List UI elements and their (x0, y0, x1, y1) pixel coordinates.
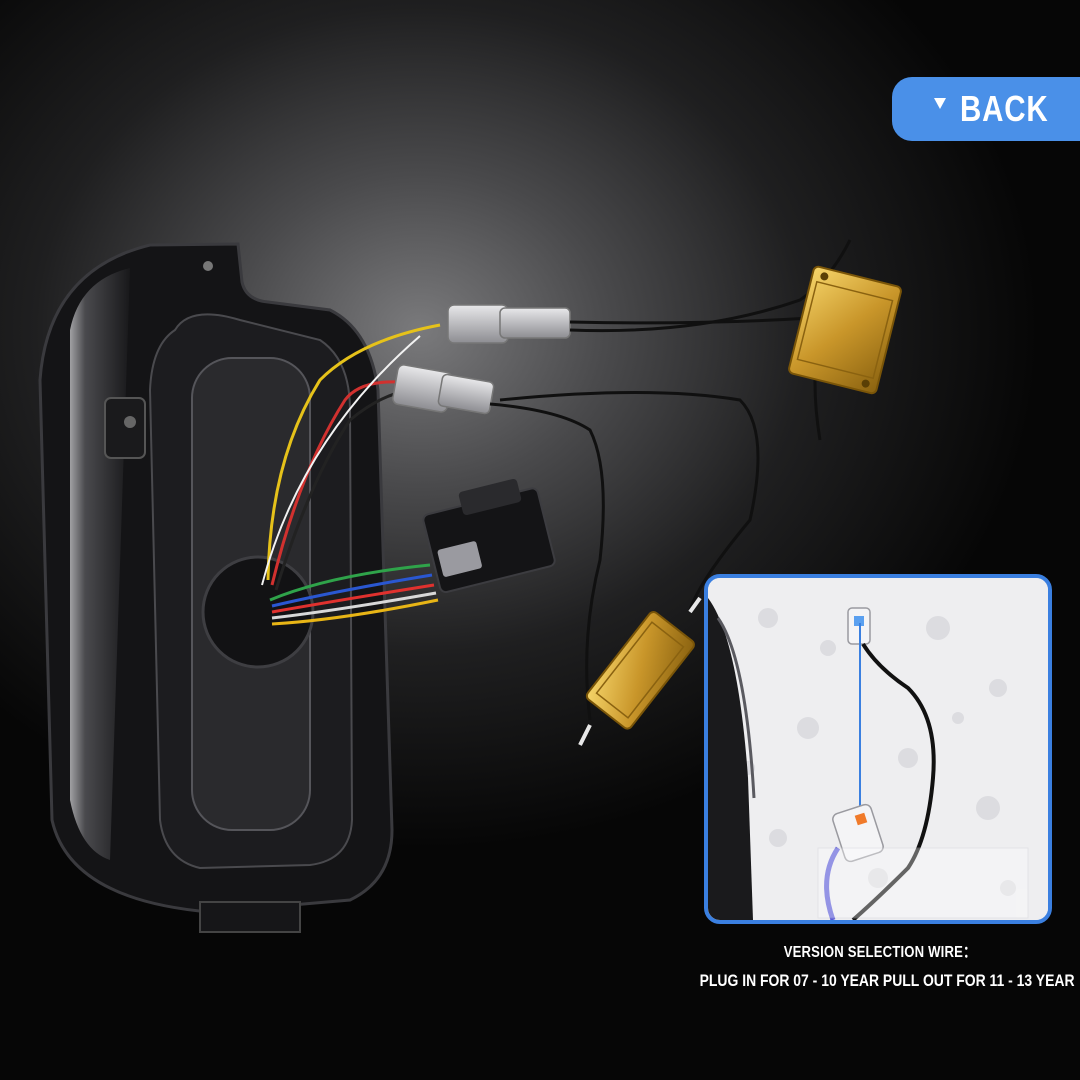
version-wire-inset (704, 574, 1052, 924)
black-connector (422, 478, 556, 594)
bulb-socket (201, 555, 315, 669)
back-button[interactable]: BACK (892, 77, 1080, 141)
caption-body: PLUG IN FOR 07 - 10 YEAR PULL OUT FOR 11… (699, 971, 1075, 990)
triangle-down-icon (934, 97, 946, 109)
back-button-label: BACK (960, 88, 1049, 129)
white-connector-middle (392, 364, 495, 415)
load-resistor-top (788, 265, 902, 395)
white-connector-top (447, 304, 571, 344)
inset-closeup-photo (708, 578, 1048, 920)
caption-title: VERSION SELECTION WIRE： (783, 944, 977, 961)
load-resistor-middle (585, 611, 695, 730)
caption: VERSION SELECTION WIRE： PLUG IN FOR 07 -… (660, 938, 1080, 991)
